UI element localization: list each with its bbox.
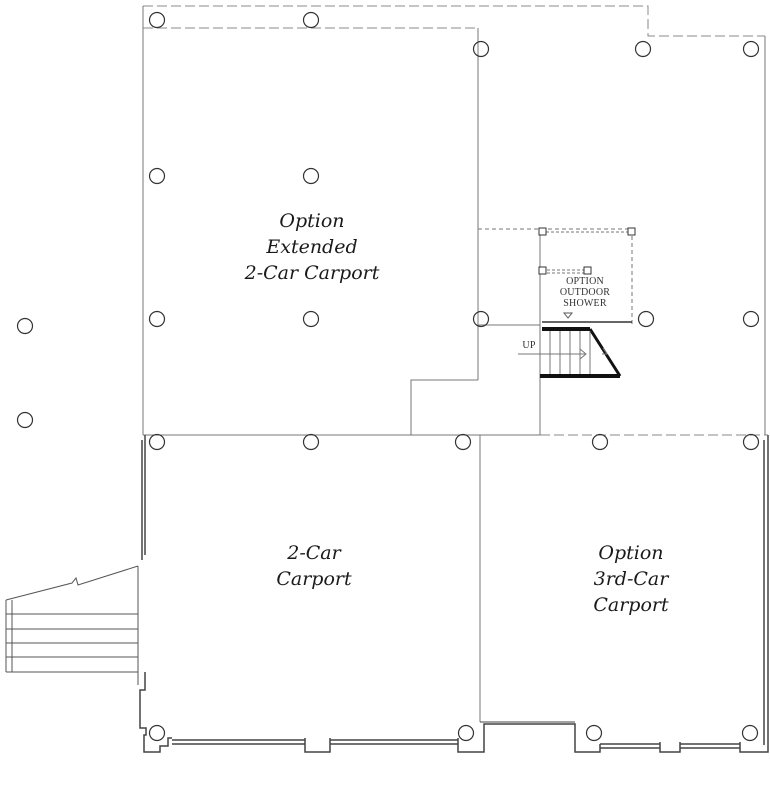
extended-carport-line2: Extended — [266, 236, 358, 258]
two-car-carport-line1: 2-Car — [287, 542, 341, 564]
label-extended-carport: Option Extended 2-Car Carport — [242, 208, 382, 286]
label-two-car-carport: 2-Car Carport — [254, 540, 374, 592]
piers — [16, 11, 760, 742]
stair — [518, 312, 632, 378]
label-third-car-carport: Option 3rd-Car Carport — [571, 540, 691, 618]
two-car-carport-line2: Carport — [276, 568, 352, 590]
third-car-carport-line1: Option — [598, 542, 664, 564]
option-boundary-dashed — [143, 5, 768, 436]
outdoor-shower-line1: OPTION — [566, 276, 604, 287]
wall-outlines — [142, 6, 766, 722]
shower-posts — [538, 227, 636, 275]
third-car-carport-line3: Carport — [593, 594, 669, 616]
outdoor-shower-line3: SHOWER — [563, 298, 607, 309]
label-stair-up: UP — [522, 340, 536, 351]
outdoor-shower-line2: OUTDOOR — [559, 287, 611, 298]
extended-carport-line1: Option — [279, 210, 345, 232]
side-steps — [5, 565, 139, 685]
lower-walls — [139, 435, 769, 753]
label-outdoor-shower: OPTION OUTDOOR SHOWER — [550, 276, 620, 309]
extended-carport-line3: 2-Car Carport — [244, 262, 380, 284]
third-car-carport-line2: 3rd-Car — [593, 568, 669, 590]
